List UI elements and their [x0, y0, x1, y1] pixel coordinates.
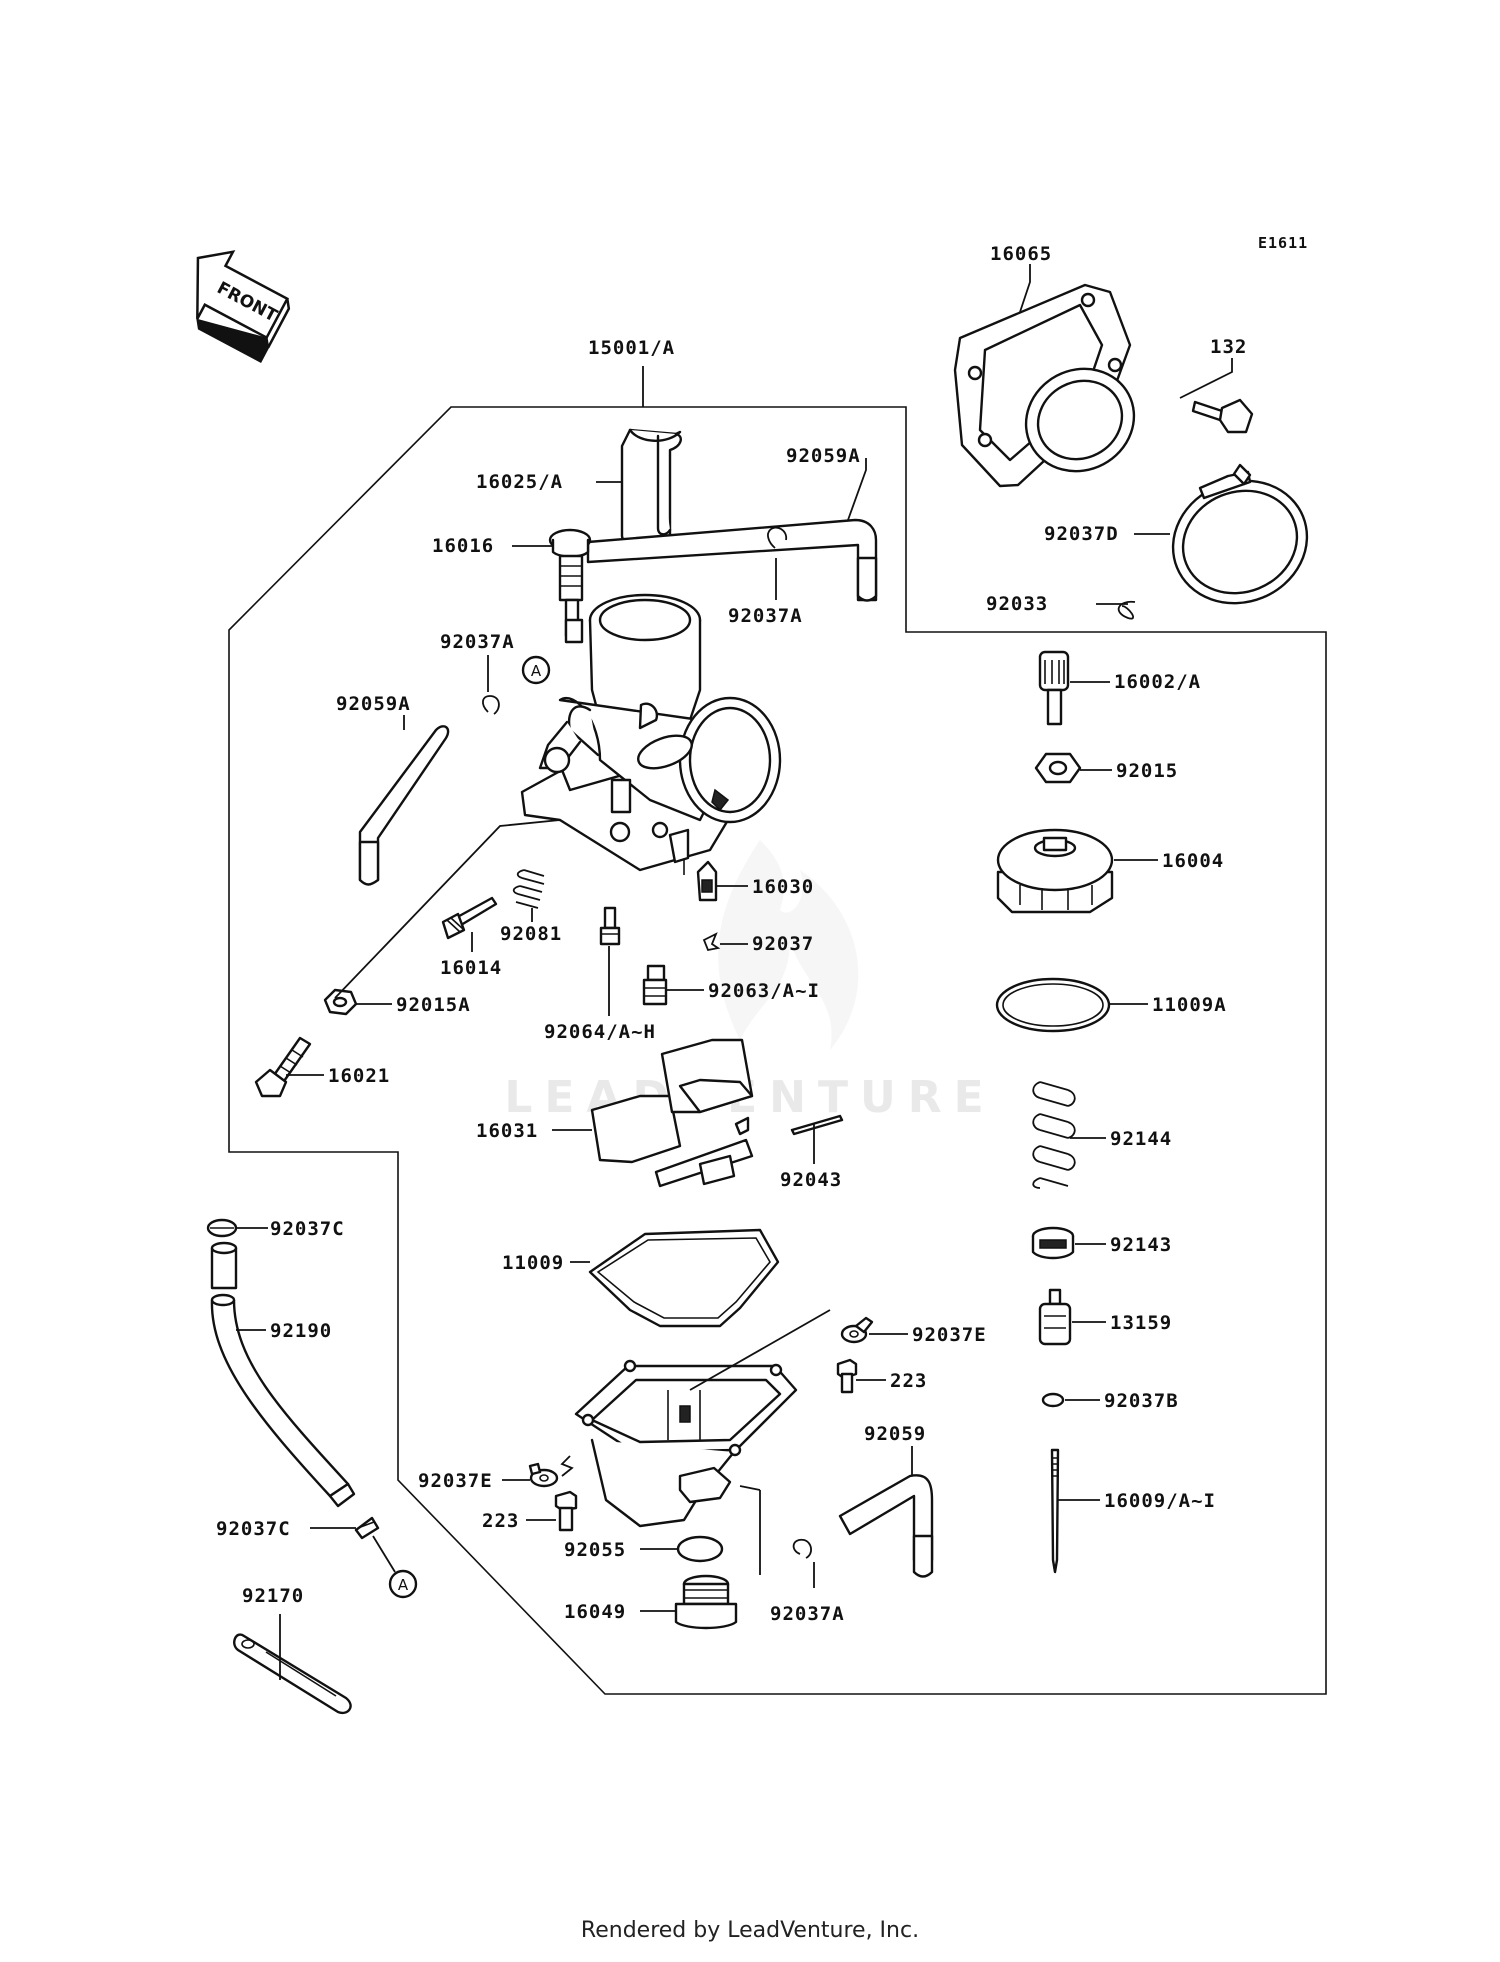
label-92015: 92015: [1116, 760, 1178, 782]
label-92037: 92037: [752, 933, 814, 955]
screw-16002A: [1038, 650, 1070, 726]
label-16014: 16014: [440, 957, 502, 979]
label-16016: 16016: [432, 535, 494, 557]
label-92043: 92043: [780, 1169, 842, 1191]
screw-223-top: [836, 1358, 858, 1394]
spring-92144: [1032, 1081, 1076, 1189]
label-92059: 92059: [864, 1423, 926, 1445]
label-13159: 13159: [1110, 1312, 1172, 1334]
strap-92170: [233, 1633, 352, 1715]
label-16025A: 16025/A: [476, 471, 563, 493]
svg-text:A: A: [531, 662, 542, 680]
label-92037A-top: 92037A: [728, 605, 803, 627]
label-92059A-top: 92059A: [786, 445, 861, 467]
valve-13159: [1038, 1288, 1072, 1346]
clip-92037A-left: [482, 695, 500, 715]
label-92059A-left: 92059A: [336, 693, 411, 715]
clip-92037C-top: [206, 1218, 238, 1238]
label-92037C-top: 92037C: [270, 1218, 345, 1240]
nut-92015A: [323, 988, 358, 1016]
assembly-boundary: [228, 406, 1327, 1695]
hose-92190: [210, 1241, 356, 1508]
label-92037E-right: 92037E: [912, 1324, 987, 1346]
label-92015A: 92015A: [396, 994, 471, 1016]
intake-manifold: [953, 283, 1136, 488]
hose-92059-bottom: [838, 1474, 934, 1578]
label-16009: 16009/A~I: [1104, 1490, 1216, 1512]
label-92037A-left: 92037A: [440, 631, 515, 653]
gasket-11009: [588, 1228, 780, 1328]
label-92037D: 92037D: [1044, 523, 1119, 545]
slide-valve-16025A: [620, 428, 682, 547]
label-16004: 16004: [1162, 850, 1224, 872]
label-92170: 92170: [242, 1585, 304, 1607]
render-credit: Rendered by LeadVenture, Inc.: [580, 1918, 920, 1943]
screw-16014: [441, 896, 498, 940]
bolt-132: [1191, 398, 1254, 434]
label-92037B: 92037B: [1104, 1390, 1179, 1412]
part-labels: 16065 132 15001/A 16025/A 92059A 16016 9…: [216, 243, 1247, 1625]
leader-lines: [236, 264, 1233, 1680]
front-arrow-icon: FRONT: [196, 250, 291, 363]
o-ring-92055: [676, 1535, 724, 1563]
spring-92081: [512, 869, 545, 909]
label-16065: 16065: [990, 243, 1052, 265]
label-16049: 16049: [564, 1601, 626, 1623]
float-bowl: [574, 1359, 798, 1528]
clamp-92037D: [1171, 463, 1309, 605]
cap-16004: [996, 828, 1114, 914]
hose-92059A-top: [586, 518, 878, 602]
nut-92015: [1034, 752, 1082, 784]
label-16030: 16030: [752, 876, 814, 898]
watermark-flame-logo: [718, 840, 859, 1050]
float-16031: [590, 1038, 754, 1188]
clip-92037E-right: [840, 1316, 874, 1344]
jet-16030: [696, 860, 718, 902]
clip-92037A-top: [767, 526, 788, 549]
label-92190: 92190: [270, 1320, 332, 1342]
needle-16009: [1050, 1448, 1060, 1574]
label-92037E-left: 92037E: [418, 1470, 493, 1492]
screw-16016: [548, 528, 592, 644]
o-ring-11009A: [995, 977, 1111, 1033]
ref-marker-a-top: A: [521, 655, 551, 685]
screw-223-bottom: [554, 1490, 578, 1532]
label-132: 132: [1210, 336, 1247, 358]
label-223-top: 223: [890, 1370, 927, 1392]
label-92055: 92055: [564, 1539, 626, 1561]
screw-16021: [254, 1036, 312, 1098]
label-92063: 92063/A~I: [708, 980, 820, 1002]
clip-92037A-bottom: [792, 1538, 812, 1559]
label-16021: 16021: [328, 1065, 390, 1087]
label-16031: 16031: [476, 1120, 538, 1142]
label-15001A: 15001/A: [588, 337, 675, 359]
label-223-bottom: 223: [482, 1510, 519, 1532]
clip-92037E-left: [528, 1462, 559, 1488]
plug-16049: [674, 1574, 738, 1630]
clip-92037: [702, 932, 721, 952]
label-16002A: 16002/A: [1114, 671, 1201, 693]
label-92081: 92081: [500, 923, 562, 945]
clip-92037C-bottom: [354, 1516, 380, 1540]
label-92064: 92064/A~H: [544, 1021, 656, 1043]
carburetor-body: [520, 593, 782, 875]
ref-marker-a-bottom: A: [388, 1569, 418, 1599]
label-92037A-bottom: 92037A: [770, 1603, 845, 1625]
label-92144: 92144: [1110, 1128, 1172, 1150]
label-11009: 11009: [502, 1252, 564, 1274]
svg-text:A: A: [398, 1576, 409, 1594]
jet-92063: [642, 964, 668, 1006]
jet-92064: [599, 906, 621, 946]
ring-92037B: [1041, 1392, 1065, 1408]
label-92033: 92033: [986, 593, 1048, 615]
hose-92059A-left: [358, 725, 450, 886]
label-92143: 92143: [1110, 1234, 1172, 1256]
plug-92143: [1031, 1226, 1075, 1260]
pin-92043: [790, 1114, 844, 1136]
label-11009A: 11009A: [1152, 994, 1227, 1016]
diagram-code: E1611: [1258, 234, 1308, 252]
label-92037C-bottom: 92037C: [216, 1518, 291, 1540]
